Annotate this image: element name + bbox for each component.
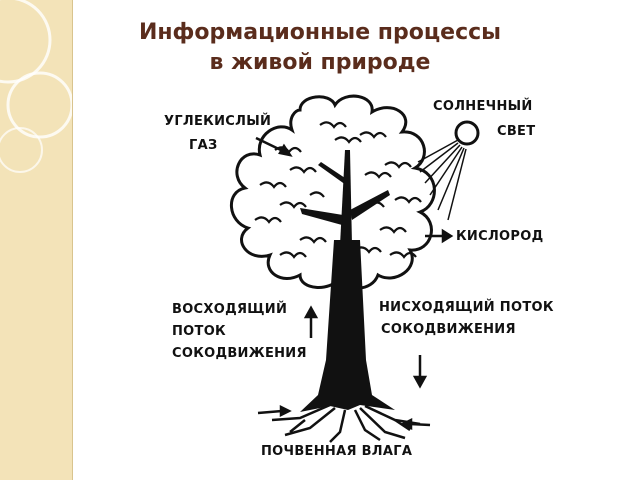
sun-icon bbox=[417, 120, 480, 221]
oxygen-label: КИСЛОРОД bbox=[456, 229, 544, 244]
decorative-side-panel bbox=[0, 0, 73, 480]
oxygen-arrow bbox=[425, 228, 454, 244]
title-line-2: в живой природе bbox=[209, 50, 431, 75]
upward-flow-label-line-3: СОКОДВИЖЕНИЯ bbox=[172, 346, 307, 361]
co2-arrow bbox=[255, 136, 293, 157]
downward-flow-arrow bbox=[412, 355, 428, 389]
decorative-rings bbox=[0, 0, 72, 173]
title-line-1: Информационные процессы bbox=[138, 20, 502, 45]
downward-flow-label-line-1: НИСХОДЯЩИЙ ПОТОК bbox=[379, 300, 554, 315]
co2-label-line-2: ГАЗ bbox=[189, 138, 218, 153]
upward-flow-label-line-1: ВОСХОДЯЩИЙ bbox=[172, 302, 288, 317]
downward-flow-label-line-2: СОКОДВИЖЕНИЯ bbox=[381, 322, 516, 337]
tree-roots bbox=[271, 403, 421, 443]
tree-branches bbox=[300, 150, 390, 245]
sunlight-label-line-2: СВЕТ bbox=[497, 124, 536, 139]
tree-trunk bbox=[300, 240, 395, 412]
upward-flow-label-line-2: ПОТОК bbox=[172, 324, 226, 339]
upward-flow-arrow bbox=[303, 305, 319, 338]
co2-label-line-1: УГЛЕКИСЛЫЙ bbox=[164, 114, 272, 129]
sunlight-label-line-1: СОЛНЕЧНЫЙ bbox=[433, 99, 533, 114]
tree-canopy bbox=[229, 94, 436, 290]
canopy-texture bbox=[254, 121, 422, 259]
slide-title: Информационные процессы в живой природе bbox=[60, 18, 580, 78]
soil-moisture-arrows bbox=[257, 404, 431, 431]
soil-moisture-label: ПОЧВЕННАЯ ВЛАГА bbox=[261, 444, 413, 459]
